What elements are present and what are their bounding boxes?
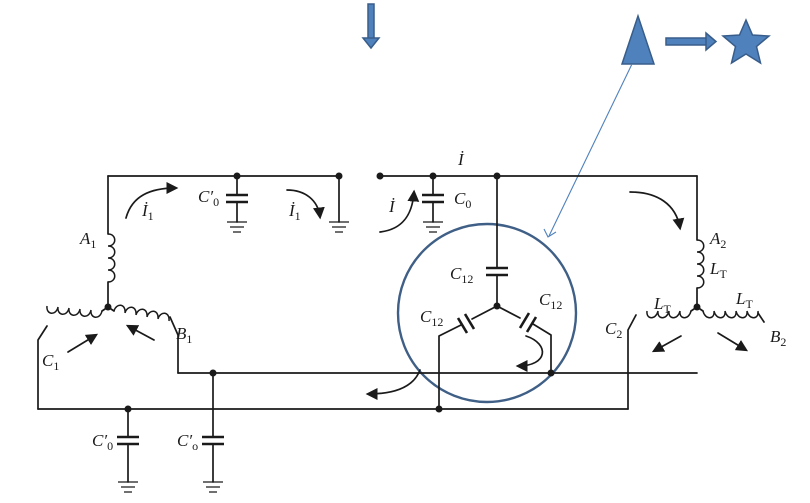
label-c1: C1: [42, 351, 59, 373]
label-b2: B2: [770, 327, 786, 349]
arrow-i1-mid: [286, 189, 325, 220]
label-c12-left: C12: [420, 307, 443, 329]
ground-mid: [329, 175, 349, 233]
label-a1: A1: [79, 229, 96, 251]
arrow-c12-loop: [515, 335, 544, 372]
capacitor-c0-prime-bottom-1: [117, 408, 139, 493]
winding-c2: [627, 306, 698, 410]
capacitor-c0-prime-bottom-2: [202, 372, 224, 493]
label-b1: B1: [176, 324, 192, 346]
label-lt-c: LT: [735, 289, 753, 311]
triangle-icon: [620, 13, 656, 65]
label-lt-a: LT: [709, 259, 727, 281]
down-arrow-icon: [361, 3, 381, 50]
bus-b-line: [177, 369, 698, 377]
label-c0-prime-top: C′0: [198, 187, 219, 209]
label-i-mid: İ: [388, 197, 396, 216]
label-c0-prime-bottom-1: C′0: [92, 431, 113, 453]
arrow-c2: [651, 335, 682, 353]
highlight-circle: [396, 222, 578, 404]
c12-network: [438, 175, 552, 410]
label-i-top: İ: [457, 150, 465, 169]
winding-c1: [37, 305, 109, 410]
label-c2: C2: [605, 319, 622, 341]
label-c12-right: C12: [539, 290, 562, 312]
capacitor-c0-prime-top: [226, 175, 248, 233]
arrow-bus-return: [365, 369, 421, 400]
arrow-b1: [125, 324, 155, 341]
pointer-line: [548, 63, 633, 237]
label-i1-left: İ1: [141, 201, 154, 223]
label-lt-b: LT: [653, 294, 671, 316]
capacitor-c0: [422, 175, 444, 233]
winding-a1: [107, 233, 116, 308]
arrow-i1-left: [125, 182, 179, 219]
label-c0-prime-bottom-2: C′o: [177, 431, 198, 453]
winding-a2: [696, 239, 705, 308]
label-i1-mid: İ1: [288, 201, 301, 223]
bus-c-line: [37, 405, 629, 413]
winding-b2: [696, 306, 765, 323]
label-c0: C0: [454, 189, 471, 211]
pointer-line-tip: [543, 228, 557, 238]
arrow-i-mid: [379, 189, 420, 233]
winding-b1: [107, 304, 179, 374]
label-c12-top: C12: [450, 264, 473, 286]
right-arrow-icon: [665, 31, 718, 52]
label-a2: A2: [709, 229, 726, 251]
top-right-wire: [376, 172, 698, 241]
star-icon: [721, 18, 771, 65]
arrow-b2: [717, 332, 749, 352]
arrow-top-right: [629, 191, 685, 231]
arrow-c1: [67, 333, 99, 353]
